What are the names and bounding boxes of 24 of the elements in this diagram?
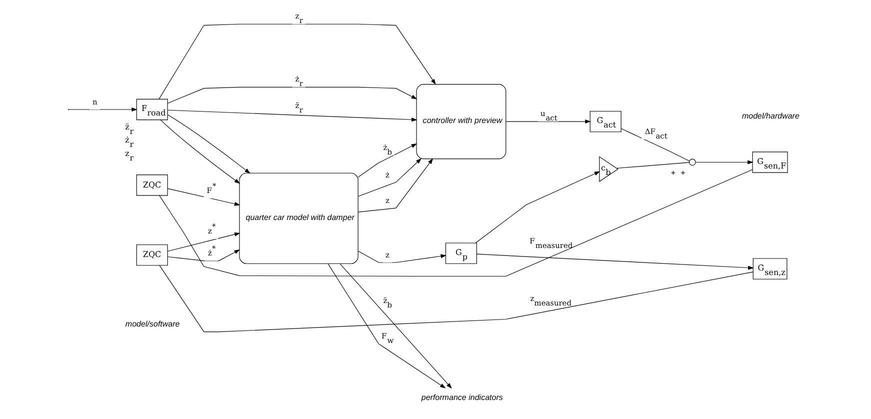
arrow [167,188,240,206]
arrow [160,120,240,184]
arrow [358,143,418,178]
arrow [167,110,418,122]
arrow [158,24,436,100]
connector [159,265,754,332]
arrow [328,263,446,388]
arrow [475,171,600,244]
connector [616,162,690,169]
arrow [167,86,418,104]
arrow [358,158,422,197]
connector [159,169,753,277]
arrow [358,158,434,212]
arrow [167,114,250,174]
node-circle [688,158,696,166]
arrow [358,250,446,263]
arrow [695,160,754,164]
arrow [68,108,138,112]
arrow [167,232,240,252]
connector [620,128,690,162]
arrow [476,254,754,270]
arrow [167,249,240,262]
arrow [340,264,452,389]
arrow [506,120,591,124]
